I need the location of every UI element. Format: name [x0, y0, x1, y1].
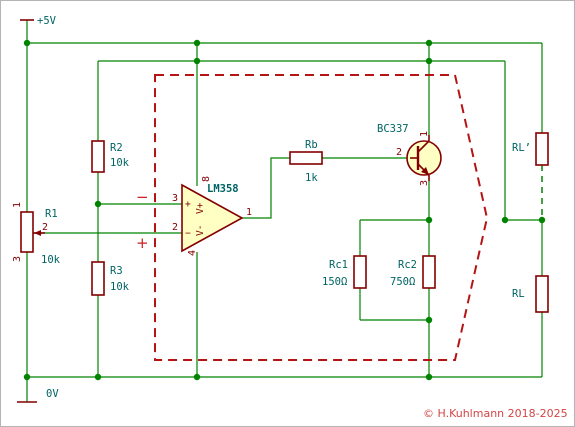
minus-annotation: − — [136, 188, 149, 206]
junction-dot — [538, 216, 546, 224]
plus-annotation: + — [136, 234, 149, 252]
opamp-pin-inverting: 3 — [172, 193, 178, 204]
wire-opamp-out — [242, 157, 290, 219]
opamp-pin-noninverting: 2 — [172, 222, 178, 233]
opamp-pin-vplus: 8 — [201, 176, 212, 182]
rb-body — [289, 151, 323, 165]
transistor-npn-icon — [406, 135, 442, 181]
r1-value: 10k — [41, 254, 61, 266]
rc1-body — [353, 255, 367, 289]
junction-dot — [425, 39, 433, 47]
wires — [26, 20, 543, 402]
supply-label: +5V — [37, 15, 57, 27]
opamp-vminus-name: V- — [195, 225, 206, 236]
r1-body — [20, 211, 34, 253]
opamp-pin-output: 1 — [246, 207, 252, 218]
r1-pin-wiper: 2 — [42, 222, 48, 233]
rlp-reference: RL’ — [512, 142, 531, 154]
opamp-body — [181, 183, 244, 253]
rl-reference: RL — [512, 288, 525, 300]
r1-pin-top: 1 — [12, 202, 23, 208]
junction-dot — [94, 200, 102, 208]
rc1-value: 150Ω — [322, 276, 347, 288]
junction-dot — [193, 39, 201, 47]
junction-dot — [501, 216, 509, 224]
junction-dot — [193, 57, 201, 65]
rl-body — [535, 275, 549, 313]
junctions — [23, 39, 546, 381]
transistor-pin-collector: 1 — [419, 131, 430, 137]
rc2-reference: Rc2 — [398, 259, 417, 271]
r1-wiper-arrow-icon — [34, 230, 41, 236]
r2-body — [91, 140, 105, 173]
junction-dot — [425, 57, 433, 65]
rb-value: 1k — [305, 172, 318, 184]
r1-reference: R1 — [45, 208, 58, 220]
transistor-reference: BC337 — [377, 123, 409, 135]
junction-dot — [425, 216, 433, 224]
opamp-reference: LM358 — [207, 183, 239, 195]
opamp-vplus-name: V+ — [195, 202, 206, 214]
junction-dot — [23, 373, 31, 381]
junction-dot — [425, 373, 433, 381]
r2-value: 10k — [110, 157, 130, 169]
rc2-body — [422, 255, 436, 289]
rc1-reference: Rc1 — [329, 259, 348, 271]
rb-reference: Rb — [305, 139, 318, 151]
rc2-value: 750Ω — [390, 276, 415, 288]
opamp-pin-vminus: 4 — [187, 250, 198, 256]
junction-dot — [23, 39, 31, 47]
junction-dot — [94, 373, 102, 381]
rlp-body — [535, 132, 549, 166]
r2-reference: R2 — [110, 142, 123, 154]
transistor-pin-base: 2 — [396, 147, 402, 158]
opamp-noninverting-mark: − — [185, 228, 191, 239]
r3-body — [91, 261, 105, 296]
ground-label: 0V — [46, 388, 59, 400]
opamp-inverting-mark: + — [185, 199, 191, 210]
transistor-pin-emitter: 3 — [419, 180, 430, 186]
junction-dot — [193, 373, 201, 381]
r1-pin-bottom: 3 — [12, 256, 23, 262]
r3-reference: R3 — [110, 265, 123, 277]
junction-dot — [425, 316, 433, 324]
r3-value: 10k — [110, 281, 130, 293]
copyright-notice: © H.Kuhlmann 2018-2025 — [423, 407, 568, 420]
